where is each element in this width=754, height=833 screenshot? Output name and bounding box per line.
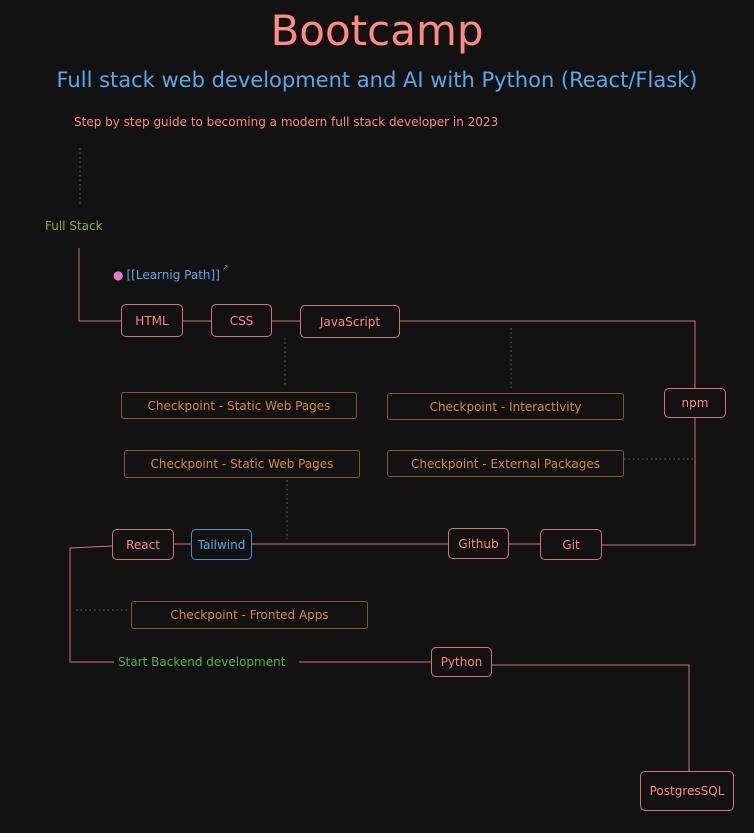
node-javascript[interactable]: JavaScript [300,305,400,338]
node-github[interactable]: Github [448,528,509,559]
tagline: Step by step guide to becoming a modern … [74,115,499,129]
node-npm[interactable]: npm [664,388,726,418]
checkpoint-static-web-pages-2: Checkpoint - Static Web Pages [124,450,360,478]
checkpoint-fronted-apps: Checkpoint - Fronted Apps [131,601,368,629]
node-react[interactable]: React [112,529,174,560]
node-tailwind[interactable]: Tailwind [191,529,252,560]
full-stack-label: Full Stack [45,219,103,233]
node-css[interactable]: CSS [211,304,272,337]
learning-path-link[interactable]: ●[[Learnig Path]]↗ [113,263,229,282]
checkpoint-static-web-pages-1: Checkpoint - Static Web Pages [121,392,357,419]
node-git[interactable]: Git [540,529,602,560]
external-link-icon: ↗ [221,263,229,272]
learning-path-label: [[Learnig Path]] [126,268,220,282]
node-postgresql[interactable]: PostgresSQL [640,771,734,811]
node-python[interactable]: Python [431,647,492,677]
page-subtitle: Full stack web development and AI with P… [56,68,698,92]
start-backend-label: Start Backend development [118,655,286,669]
pin-icon: ● [113,268,124,282]
checkpoint-external-packages: Checkpoint - External Packages [387,450,624,477]
checkpoint-interactivity: Checkpoint - Interactivity [387,393,624,420]
page-title: Bootcamp [270,6,484,55]
node-html[interactable]: HTML [121,304,183,337]
